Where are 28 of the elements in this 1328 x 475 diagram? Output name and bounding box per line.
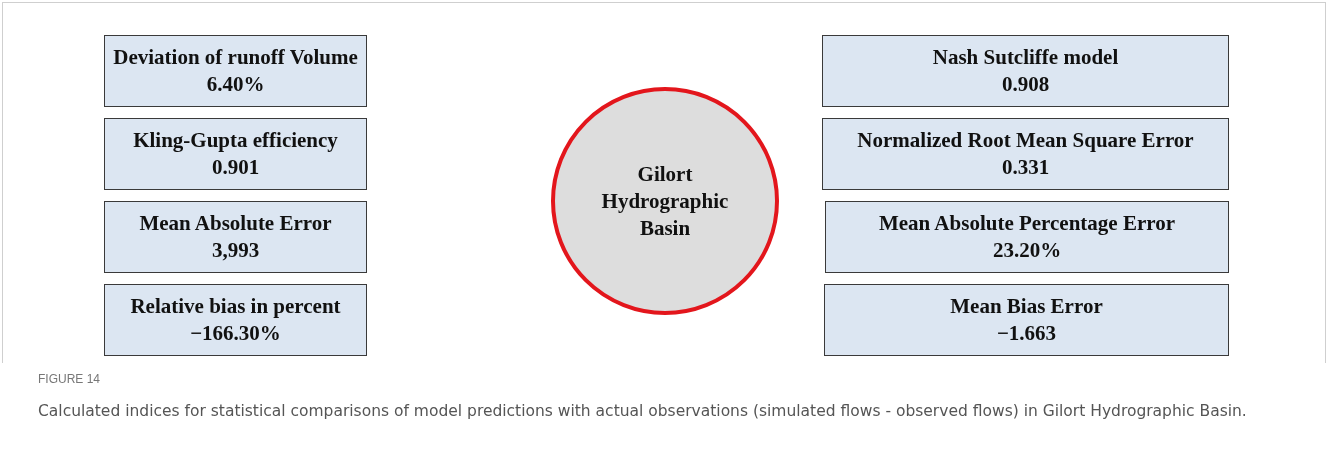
index-box — [825, 201, 1229, 273]
index-box — [104, 35, 367, 107]
index-box — [824, 284, 1229, 356]
index-value: 0.331 — [1001, 154, 1050, 181]
index-value: 3,993 — [211, 237, 260, 264]
index-name: Mean Bias Error — [950, 293, 1103, 320]
index-value: −1.663 — [996, 320, 1057, 347]
index-name: Mean Absolute Percentage Error — [878, 210, 1176, 237]
index-name: Normalized Root Mean Square Error — [857, 127, 1194, 154]
index-box — [822, 118, 1229, 190]
basin-name: Gilort Hydrographic Basin — [600, 160, 730, 242]
index-value: 6.40% — [206, 71, 265, 98]
basin-circle — [550, 86, 780, 316]
index-value: 23.20% — [992, 237, 1062, 264]
index-name: Mean Absolute Error — [139, 210, 332, 237]
index-box — [822, 35, 1229, 107]
index-name: Kling-Gupta efficiency — [133, 127, 338, 154]
index-value: 0.901 — [211, 154, 260, 181]
figure-number: FIGURE 14 — [38, 372, 100, 386]
index-value: 0.908 — [1001, 71, 1050, 98]
index-name: Relative bias in percent — [130, 293, 341, 320]
index-name: Deviation of runoff Volume — [113, 44, 358, 71]
index-box — [104, 284, 367, 356]
figure-caption: Calculated indices for statistical comparisons of model predictions with actual observations (simulated flows - observed flows) in Gilort Hydrographic Basin. — [38, 401, 1248, 422]
index-value: −166.30% — [190, 320, 281, 347]
index-name: Nash Sutcliffe model — [932, 44, 1119, 71]
index-box — [104, 201, 367, 273]
index-box — [104, 118, 367, 190]
